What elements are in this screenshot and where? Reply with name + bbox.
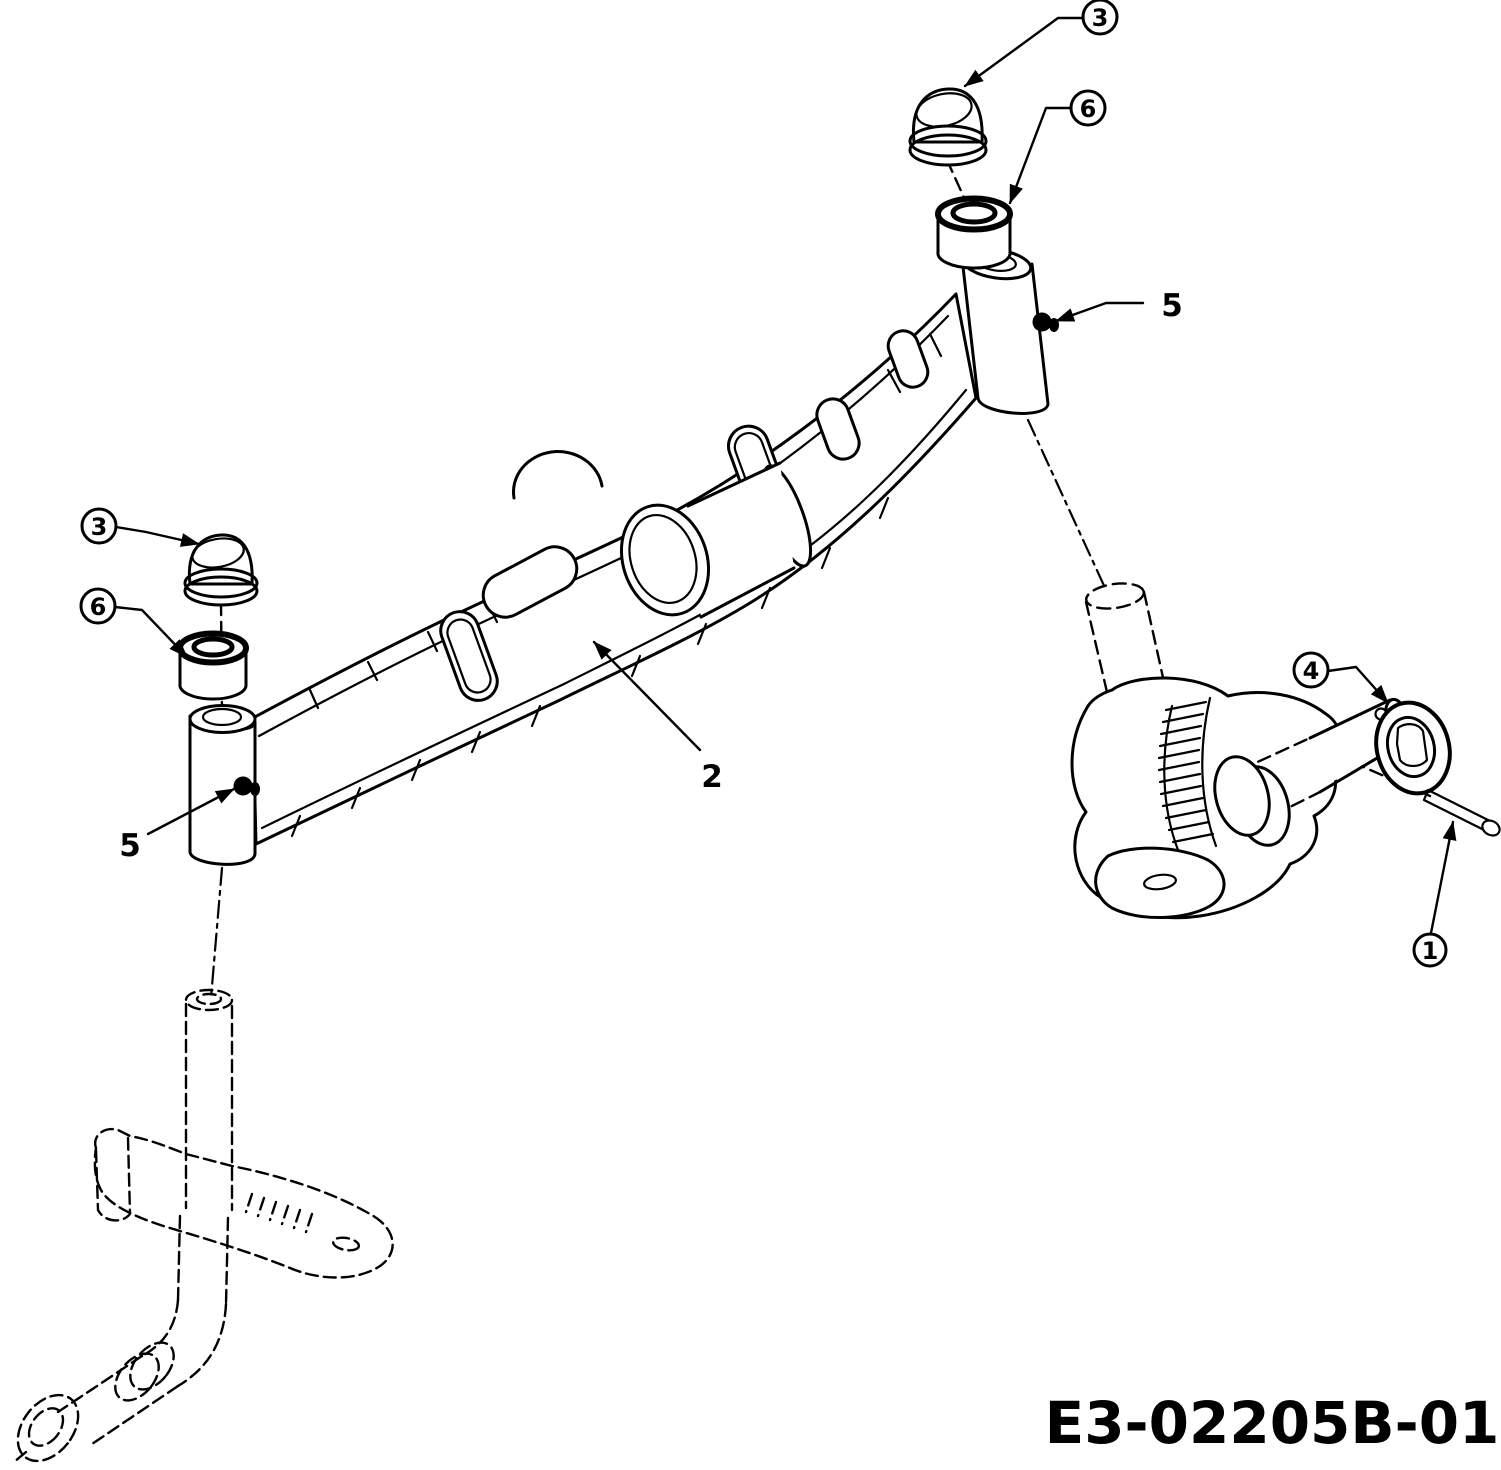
axle-beam bbox=[188, 247, 1050, 866]
grease-plug-left bbox=[233, 776, 260, 796]
right-spindle bbox=[1070, 582, 1411, 920]
callout-2: 2 bbox=[592, 640, 723, 795]
cotter-pin bbox=[1422, 788, 1501, 837]
callout-4: 4 bbox=[1292, 651, 1390, 705]
left-spindle-phantom bbox=[12, 988, 394, 1464]
callout-label: 6 bbox=[1080, 95, 1097, 123]
bushing-right bbox=[935, 195, 1013, 270]
callout-label: 4 bbox=[1303, 657, 1320, 685]
callout-label: 3 bbox=[1092, 4, 1109, 32]
callout-6-left: 6 bbox=[79, 587, 189, 659]
callout-3-left: 3 bbox=[80, 507, 201, 547]
bushing-left bbox=[177, 630, 249, 701]
callout-label: 1 bbox=[1422, 937, 1439, 965]
drawing-number: E3-02205B-01 bbox=[1045, 1389, 1500, 1457]
callout-6-top: 6 bbox=[1008, 89, 1107, 205]
callout-label: 5 bbox=[119, 828, 141, 864]
callout-label: 2 bbox=[701, 759, 723, 795]
callout-label: 6 bbox=[90, 593, 107, 621]
grease-plug-right bbox=[1032, 312, 1059, 332]
callout-3-top: 3 bbox=[963, 0, 1119, 88]
serration-teeth bbox=[1157, 700, 1215, 844]
callout-label: 3 bbox=[91, 513, 108, 541]
callout-5-left: 5 bbox=[119, 787, 236, 864]
callout-1: 1 bbox=[1412, 820, 1457, 968]
center-pivot-hub bbox=[619, 461, 813, 619]
thrust-collar bbox=[1213, 755, 1291, 847]
bearing-cap-left bbox=[183, 533, 259, 607]
callout-5-right: 5 bbox=[1054, 288, 1183, 324]
push-cap-washer bbox=[1374, 700, 1452, 796]
bearing-cap-right bbox=[908, 87, 988, 167]
callout-label: 5 bbox=[1161, 288, 1183, 324]
